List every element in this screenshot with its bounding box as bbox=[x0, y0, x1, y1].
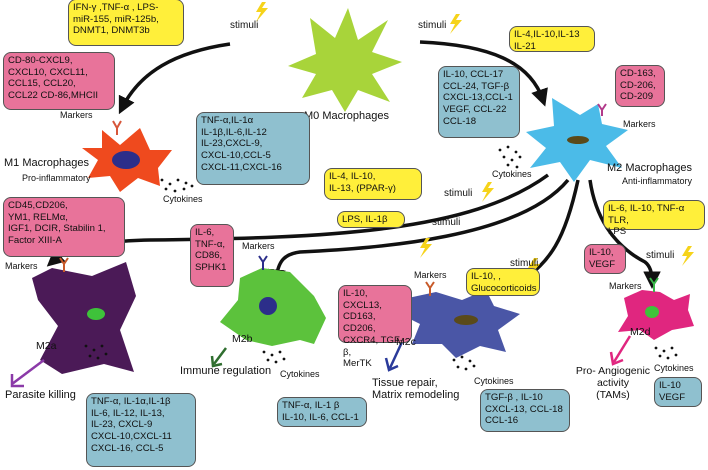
m2d-label: M2d bbox=[630, 326, 651, 338]
cytokine-dots bbox=[84, 145, 678, 371]
m2a-stimuli-label: stimuli bbox=[444, 188, 473, 199]
m2c-function: Tissue repair, Matrix remodeling bbox=[372, 377, 460, 401]
m1-stimuli-box: IFN-γ ,TNF-α , LPS- miR-155, miR-125b, D… bbox=[68, 0, 184, 46]
m2-cytokines-label: Cytokines bbox=[492, 169, 532, 179]
arrow-m2-to-m2b bbox=[268, 178, 570, 287]
m2b-marker-receptor bbox=[258, 255, 268, 270]
lightning-icon bbox=[682, 246, 694, 266]
m2d-function: Pro- Angiogenic activity (TAMs) bbox=[575, 365, 651, 401]
m1-cytokine-dots bbox=[160, 178, 194, 193]
arrow-m2-to-m2d bbox=[588, 179, 661, 289]
lightning-icon bbox=[420, 238, 432, 258]
m0-macrophage-cell bbox=[288, 8, 402, 112]
m2c-cytokines-label: Cytokines bbox=[474, 376, 514, 386]
m2-markers-box: CD-163, CD-206, CD-209 bbox=[615, 65, 665, 107]
m2-marker-receptor bbox=[597, 103, 607, 116]
m2a-nucleus bbox=[87, 308, 105, 320]
arrow-m0-to-m1 bbox=[118, 42, 231, 115]
m2c-stimuli-box: IL-10, , Glucocorticoids bbox=[466, 268, 540, 296]
m1-cytokines-box: TNF-α,IL-1α IL-1β,IL-6,IL-12 IL-23,CXCL-… bbox=[196, 112, 310, 185]
m2b-nucleus bbox=[259, 297, 277, 315]
m2b-stimuli-label: stimuli bbox=[432, 217, 461, 228]
m2b-cytokines-label: Cytokines bbox=[280, 369, 320, 379]
arrow-m2-to-m2a bbox=[46, 173, 550, 267]
m2a-function-arrow-icon bbox=[11, 359, 45, 385]
m2-title: M2 Macrophages bbox=[607, 162, 692, 174]
m2a-function-arrowhead bbox=[10, 374, 24, 388]
m2c-markers-box: IL-10, CXCL13, CD163, CD206, CXCR4, TGF-… bbox=[338, 285, 412, 369]
m1-markers-box: CD-80-CXCL9, CXCL10, CXCL11, CCL15, CCL2… bbox=[3, 52, 115, 110]
m2c-function-arrowhead bbox=[384, 357, 399, 372]
m1-markers-label: Markers bbox=[60, 110, 93, 120]
m2a-cytokine-dots bbox=[84, 344, 108, 360]
m2d-markers-label: Markers bbox=[609, 281, 642, 291]
m1-marker-receptor bbox=[112, 120, 122, 135]
m2b-cytokines-box: TNF-α, IL-1 β IL-10, IL-6, CCL-1 bbox=[277, 397, 367, 427]
m1-nucleus bbox=[112, 151, 140, 169]
m2-cytokines-box: IL-10, CCL-17 CCL-24, TGF-β CXCL-13,CCL-… bbox=[438, 66, 520, 138]
lightning-icon bbox=[256, 2, 268, 22]
m2d-marker-receptor bbox=[649, 277, 659, 292]
m2b-markers-label: Markers bbox=[242, 241, 275, 251]
arrow-m0-to-m2 bbox=[419, 40, 548, 107]
m2-nucleus bbox=[567, 136, 589, 144]
lightning-icon bbox=[450, 14, 462, 34]
m2c-marker-receptor bbox=[425, 281, 435, 296]
m1-subtitle: Pro-inflammatory bbox=[22, 173, 91, 183]
m2a-macrophage-cell bbox=[32, 262, 136, 374]
m2d-function-arrowhead bbox=[609, 351, 624, 366]
m2d-cytokines-label: Cytokines bbox=[654, 363, 694, 373]
lightning-icon bbox=[482, 182, 494, 202]
m2-stimuli-label: stimuli bbox=[418, 20, 447, 31]
m0-label: M0 Macrophages bbox=[304, 110, 389, 122]
m2a-markers-box: CD45,CD206, YM1, RELMα, IGF1, DCIR, Stab… bbox=[3, 197, 125, 257]
m2c-stimuli-label: stimuli bbox=[510, 258, 539, 269]
m2-stimuli-box: IL-4,IL-10,IL-13 IL-21 bbox=[509, 26, 595, 52]
m2d-stimuli-box: IL-6, IL-10, TNF-α TLR, LPS bbox=[603, 200, 705, 237]
m2-subtitle: Anti-inflammatory bbox=[622, 176, 693, 186]
m2b-stimuli-box: LPS, IL-1β bbox=[337, 211, 405, 228]
m2c-markers-label: Markers bbox=[414, 270, 447, 280]
m2b-function-arrow-icon bbox=[213, 347, 227, 365]
m2b-function-arrowhead bbox=[210, 355, 223, 368]
m2d-stimuli-label: stimuli bbox=[646, 250, 675, 261]
m2b-label: M2b bbox=[232, 333, 253, 345]
m2b-cytokine-dots bbox=[262, 350, 286, 364]
m1-cytokines-label: Cytokines bbox=[163, 194, 203, 204]
m2-markers-label: Markers bbox=[623, 119, 656, 129]
m2c-label: M2c bbox=[396, 336, 416, 348]
m2d-cytokine-dots bbox=[654, 346, 678, 360]
m2a-cytokines-box: TNF-α, IL-1α,IL-1β IL-6, IL-12, IL-13, I… bbox=[86, 393, 196, 467]
m2b-markers-box: IL-6, TNF-α, CD86, SPHK1 bbox=[190, 224, 234, 287]
m1-stimuli-label: stimuli bbox=[230, 20, 259, 31]
m2c-cytokine-dots bbox=[452, 355, 476, 371]
m2a-markers-label: Markers bbox=[5, 261, 38, 271]
m2c-function-arrow-icon bbox=[388, 341, 404, 369]
m2b-function: Immune regulation bbox=[180, 365, 272, 377]
m2a-marker-receptor bbox=[59, 257, 69, 272]
m2c-cytokines-box: TGF-β , IL-10 CXCL-13, CCL-18 CCL-16 bbox=[480, 389, 570, 432]
m2d-function-arrow-icon bbox=[612, 335, 632, 363]
m2d-markers-box: IL-10, VEGF bbox=[584, 244, 626, 274]
m2a-function: Parasite killing bbox=[5, 389, 76, 401]
m2d-nucleus bbox=[645, 306, 659, 318]
m2a-stimuli-box: IL-4, IL-10, IL-13, (PPAR-γ) bbox=[324, 168, 422, 200]
m1-title: M1 Macrophages bbox=[4, 157, 89, 169]
m2c-nucleus bbox=[454, 315, 478, 325]
m2a-label: M2a bbox=[36, 340, 57, 352]
m2d-cytokines-box: IL-10 VEGF bbox=[654, 377, 702, 407]
m2-cytokine-dots bbox=[498, 145, 522, 169]
